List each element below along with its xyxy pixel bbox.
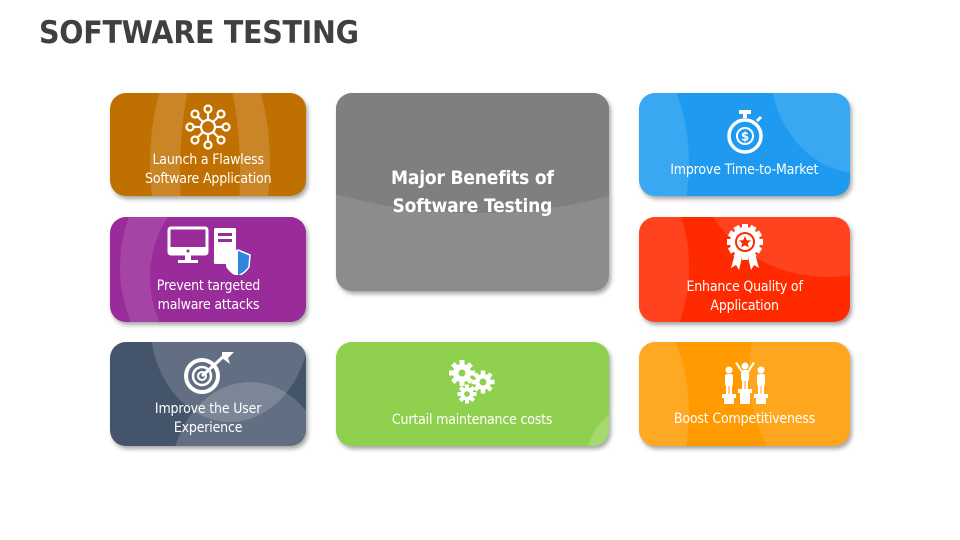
stopwatch-dollar-icon: $	[726, 110, 763, 154]
network-hub-icon	[185, 103, 231, 150]
page-title: SOFTWARE TESTING	[39, 15, 359, 51]
card-label: Curtail maintenance costs	[392, 411, 553, 428]
card-label: Boost Competitiveness	[673, 410, 816, 427]
card-time-to-market: $ Improve Time-to-Market	[639, 93, 850, 196]
award-ribbon-icon	[726, 223, 763, 270]
computer-shield-icon	[167, 226, 251, 275]
card-competitiveness: Boost Competitiveness	[639, 342, 850, 446]
card-maintenance: Curtail maintenance costs	[336, 342, 609, 446]
gears-icon	[448, 359, 494, 403]
podium-people-icon	[721, 361, 768, 404]
card-label: Improve Time-to-Market	[670, 162, 819, 178]
svg-text:$: $	[740, 130, 748, 144]
target-dart-icon	[184, 352, 234, 394]
